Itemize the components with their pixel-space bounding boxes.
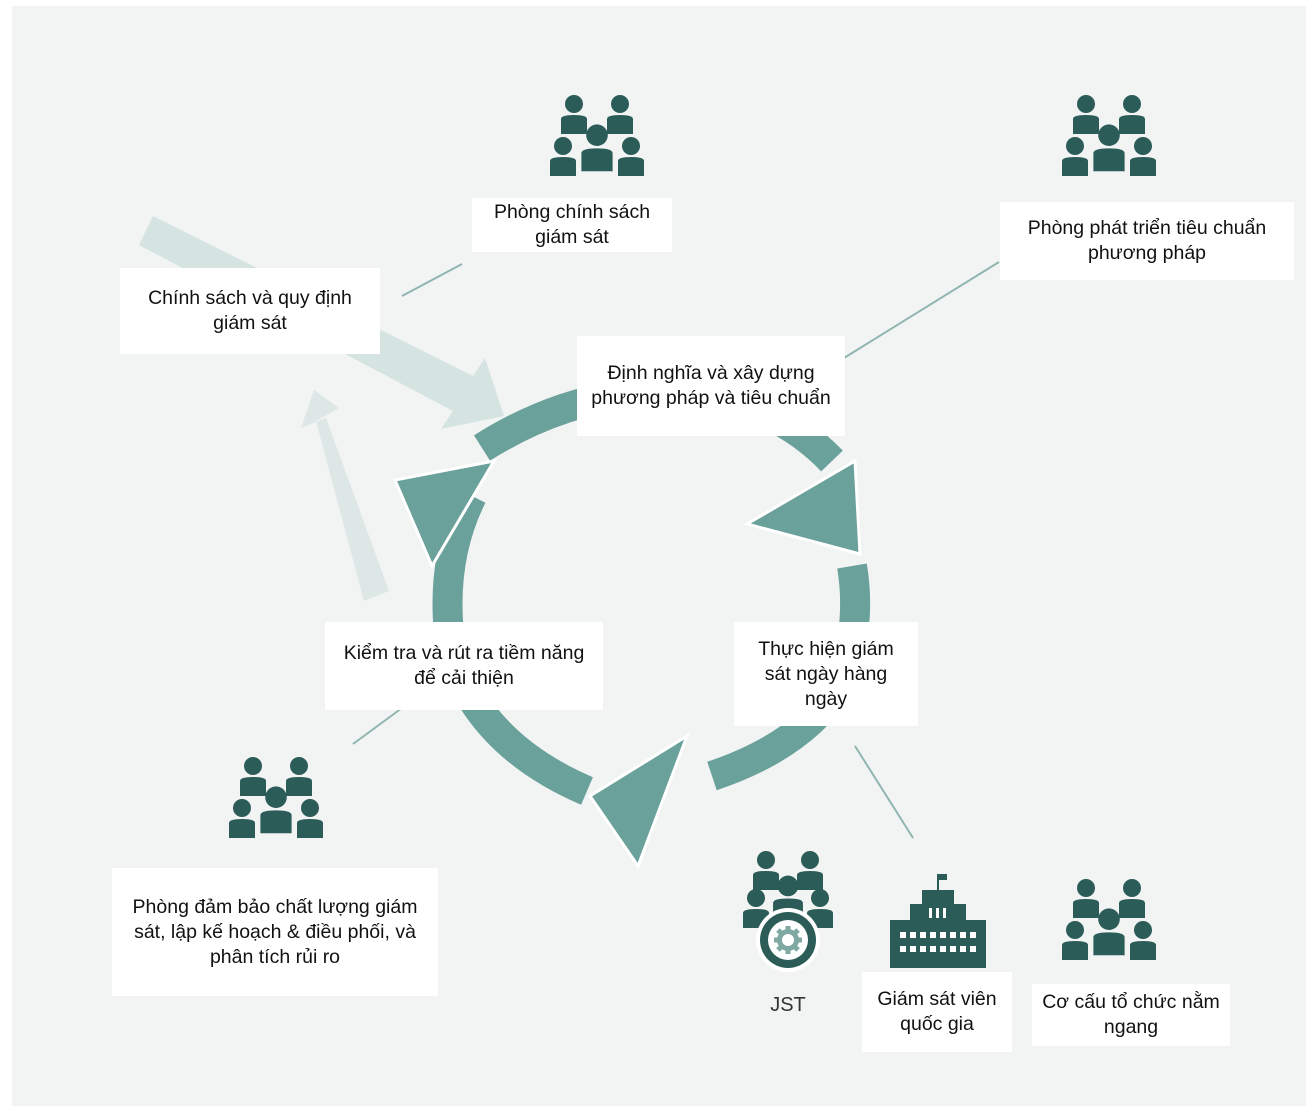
connector-qa-office (352, 707, 403, 745)
cycle-arrowhead-right (743, 458, 862, 556)
connector-daily-ops (854, 745, 914, 839)
feedback-arrow (301, 390, 389, 601)
diagram-canvas: Phòng chính sách giám sát Phòng phát tri… (12, 6, 1306, 1106)
people-gear-icon (743, 851, 833, 972)
people-group-icon (229, 757, 323, 838)
cycle-arrowhead-left (392, 458, 497, 570)
horizontal-structure-label: Cơ cấu tổ chức nằm ngang (1032, 984, 1230, 1046)
step-policy-rules: Chính sách và quy định giám sát (120, 268, 380, 354)
government-building-icon (890, 874, 986, 968)
connector-lines (352, 261, 1000, 839)
people-group-icon (1062, 95, 1156, 176)
national-supervisors-label: Giám sát viên quốc gia (862, 972, 1012, 1052)
qa-office-label: Phòng đảm bảo chất lượng giám sát, lập k… (112, 868, 438, 996)
people-group-icon (550, 95, 644, 176)
step-define-methods: Định nghĩa và xây dựng phương pháp và ti… (577, 336, 845, 436)
connector-policy-office (401, 263, 463, 297)
policy-office-label: Phòng chính sách giám sát (472, 198, 672, 252)
step-daily-supervision: Thực hiện giám sát ngày hàng ngày (734, 622, 918, 726)
cycle-arrowhead-bottom (587, 732, 690, 870)
step-review-improve: Kiểm tra và rút ra tiềm năng để cải thiệ… (325, 622, 603, 710)
jst-label: JST (770, 994, 806, 1016)
connector-methods-office (843, 261, 1000, 359)
people-group-icon (1062, 879, 1156, 960)
methods-office-label: Phòng phát triển tiêu chuẩn phương pháp (1000, 202, 1294, 280)
